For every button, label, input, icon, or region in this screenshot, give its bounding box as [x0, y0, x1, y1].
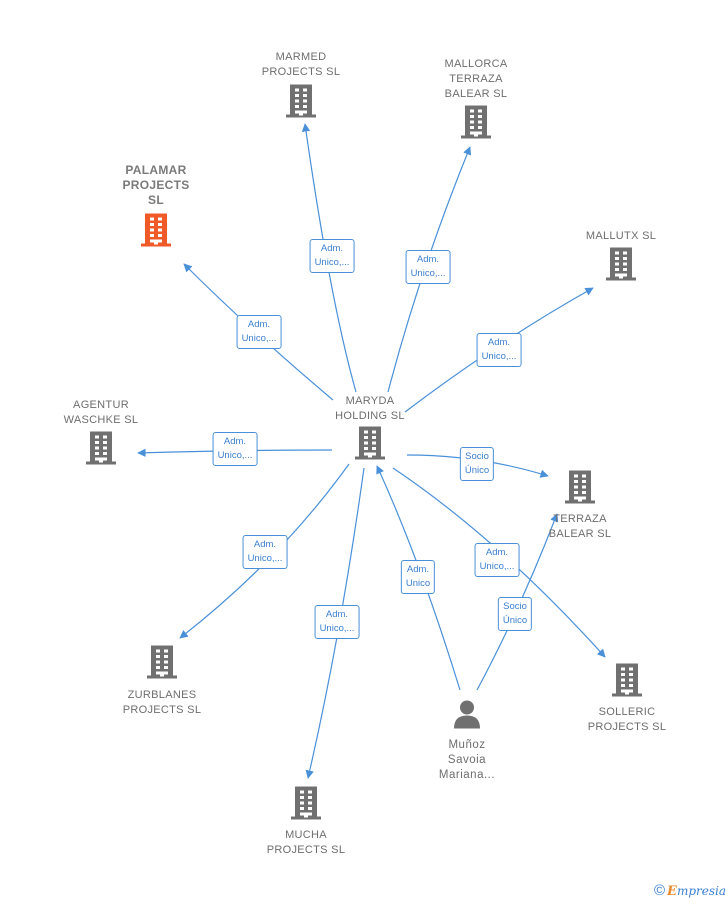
building-icon-zurblanes[interactable] [147, 644, 177, 685]
edge-label-maryda-mallutx[interactable]: Adm. Unico,... [476, 333, 522, 367]
brand-initial: E [667, 884, 677, 899]
edge-label-maryda-mallorca[interactable]: Adm. Unico,... [405, 250, 451, 284]
building-icon-mucha[interactable] [291, 785, 321, 826]
copyright-symbol: © [653, 882, 666, 899]
edge-label-maryda-zurblanes[interactable]: Adm. Unico,... [242, 535, 288, 569]
edge-label-maryda-agentur[interactable]: Adm. Unico,... [212, 432, 258, 466]
node-label-mucha[interactable]: MUCHA PROJECTS SL [266, 829, 346, 856]
edge-label-munoz-terraza[interactable]: Socio Único [497, 597, 533, 631]
person-icon-munoz[interactable] [452, 699, 482, 734]
edge-label-maryda-palamar[interactable]: Adm. Unico,... [236, 315, 282, 349]
node-label-zurblanes[interactable]: ZURBLANES PROJECTS SL [122, 689, 202, 716]
building-icon-maryda[interactable] [355, 425, 385, 466]
edge-label-maryda-solleric[interactable]: Adm. Unico,... [474, 543, 520, 577]
brand-name: mpresia [676, 884, 726, 898]
empresia-logo[interactable]: ©Empresia [654, 882, 726, 899]
node-label-agentur[interactable]: AGENTUR WASCHKE SL [63, 399, 139, 426]
edge-label-maryda-marmed[interactable]: Adm. Unico,... [309, 239, 355, 273]
edge-label-munoz-maryda[interactable]: Adm. Unico [400, 560, 436, 594]
building-icon-agentur[interactable] [86, 430, 116, 471]
node-label-terraza[interactable]: TERRAZA BALEAR SL [548, 513, 612, 540]
building-icon-terraza[interactable] [565, 469, 595, 510]
edge-maryda-marmed [301, 123, 357, 393]
node-label-mallutx[interactable]: MALLUTX SL [585, 230, 657, 242]
building-icon-mallorca[interactable] [461, 104, 491, 145]
building-icon-solleric[interactable] [612, 662, 642, 703]
node-label-mallorca[interactable]: MALLORCA TERRAZA BALEAR SL [444, 58, 508, 100]
node-label-munoz[interactable]: Muñoz Savoia Mariana... [438, 739, 496, 781]
edge-label-maryda-mucha[interactable]: Adm. Unico,... [314, 605, 360, 639]
node-label-maryda[interactable]: MARYDA HOLDING SL [335, 395, 405, 422]
node-label-palamar[interactable]: PALAMAR PROJECTS SL [122, 163, 190, 207]
building-icon-marmed[interactable] [286, 83, 316, 124]
edge-label-maryda-terraza[interactable]: Socio Único [459, 447, 495, 481]
building-icon-palamar[interactable] [141, 212, 171, 253]
node-label-solleric[interactable]: SOLLERIC PROJECTS SL [587, 706, 667, 733]
building-icon-mallutx[interactable] [606, 246, 636, 287]
node-label-marmed[interactable]: MARMED PROJECTS SL [261, 51, 341, 78]
